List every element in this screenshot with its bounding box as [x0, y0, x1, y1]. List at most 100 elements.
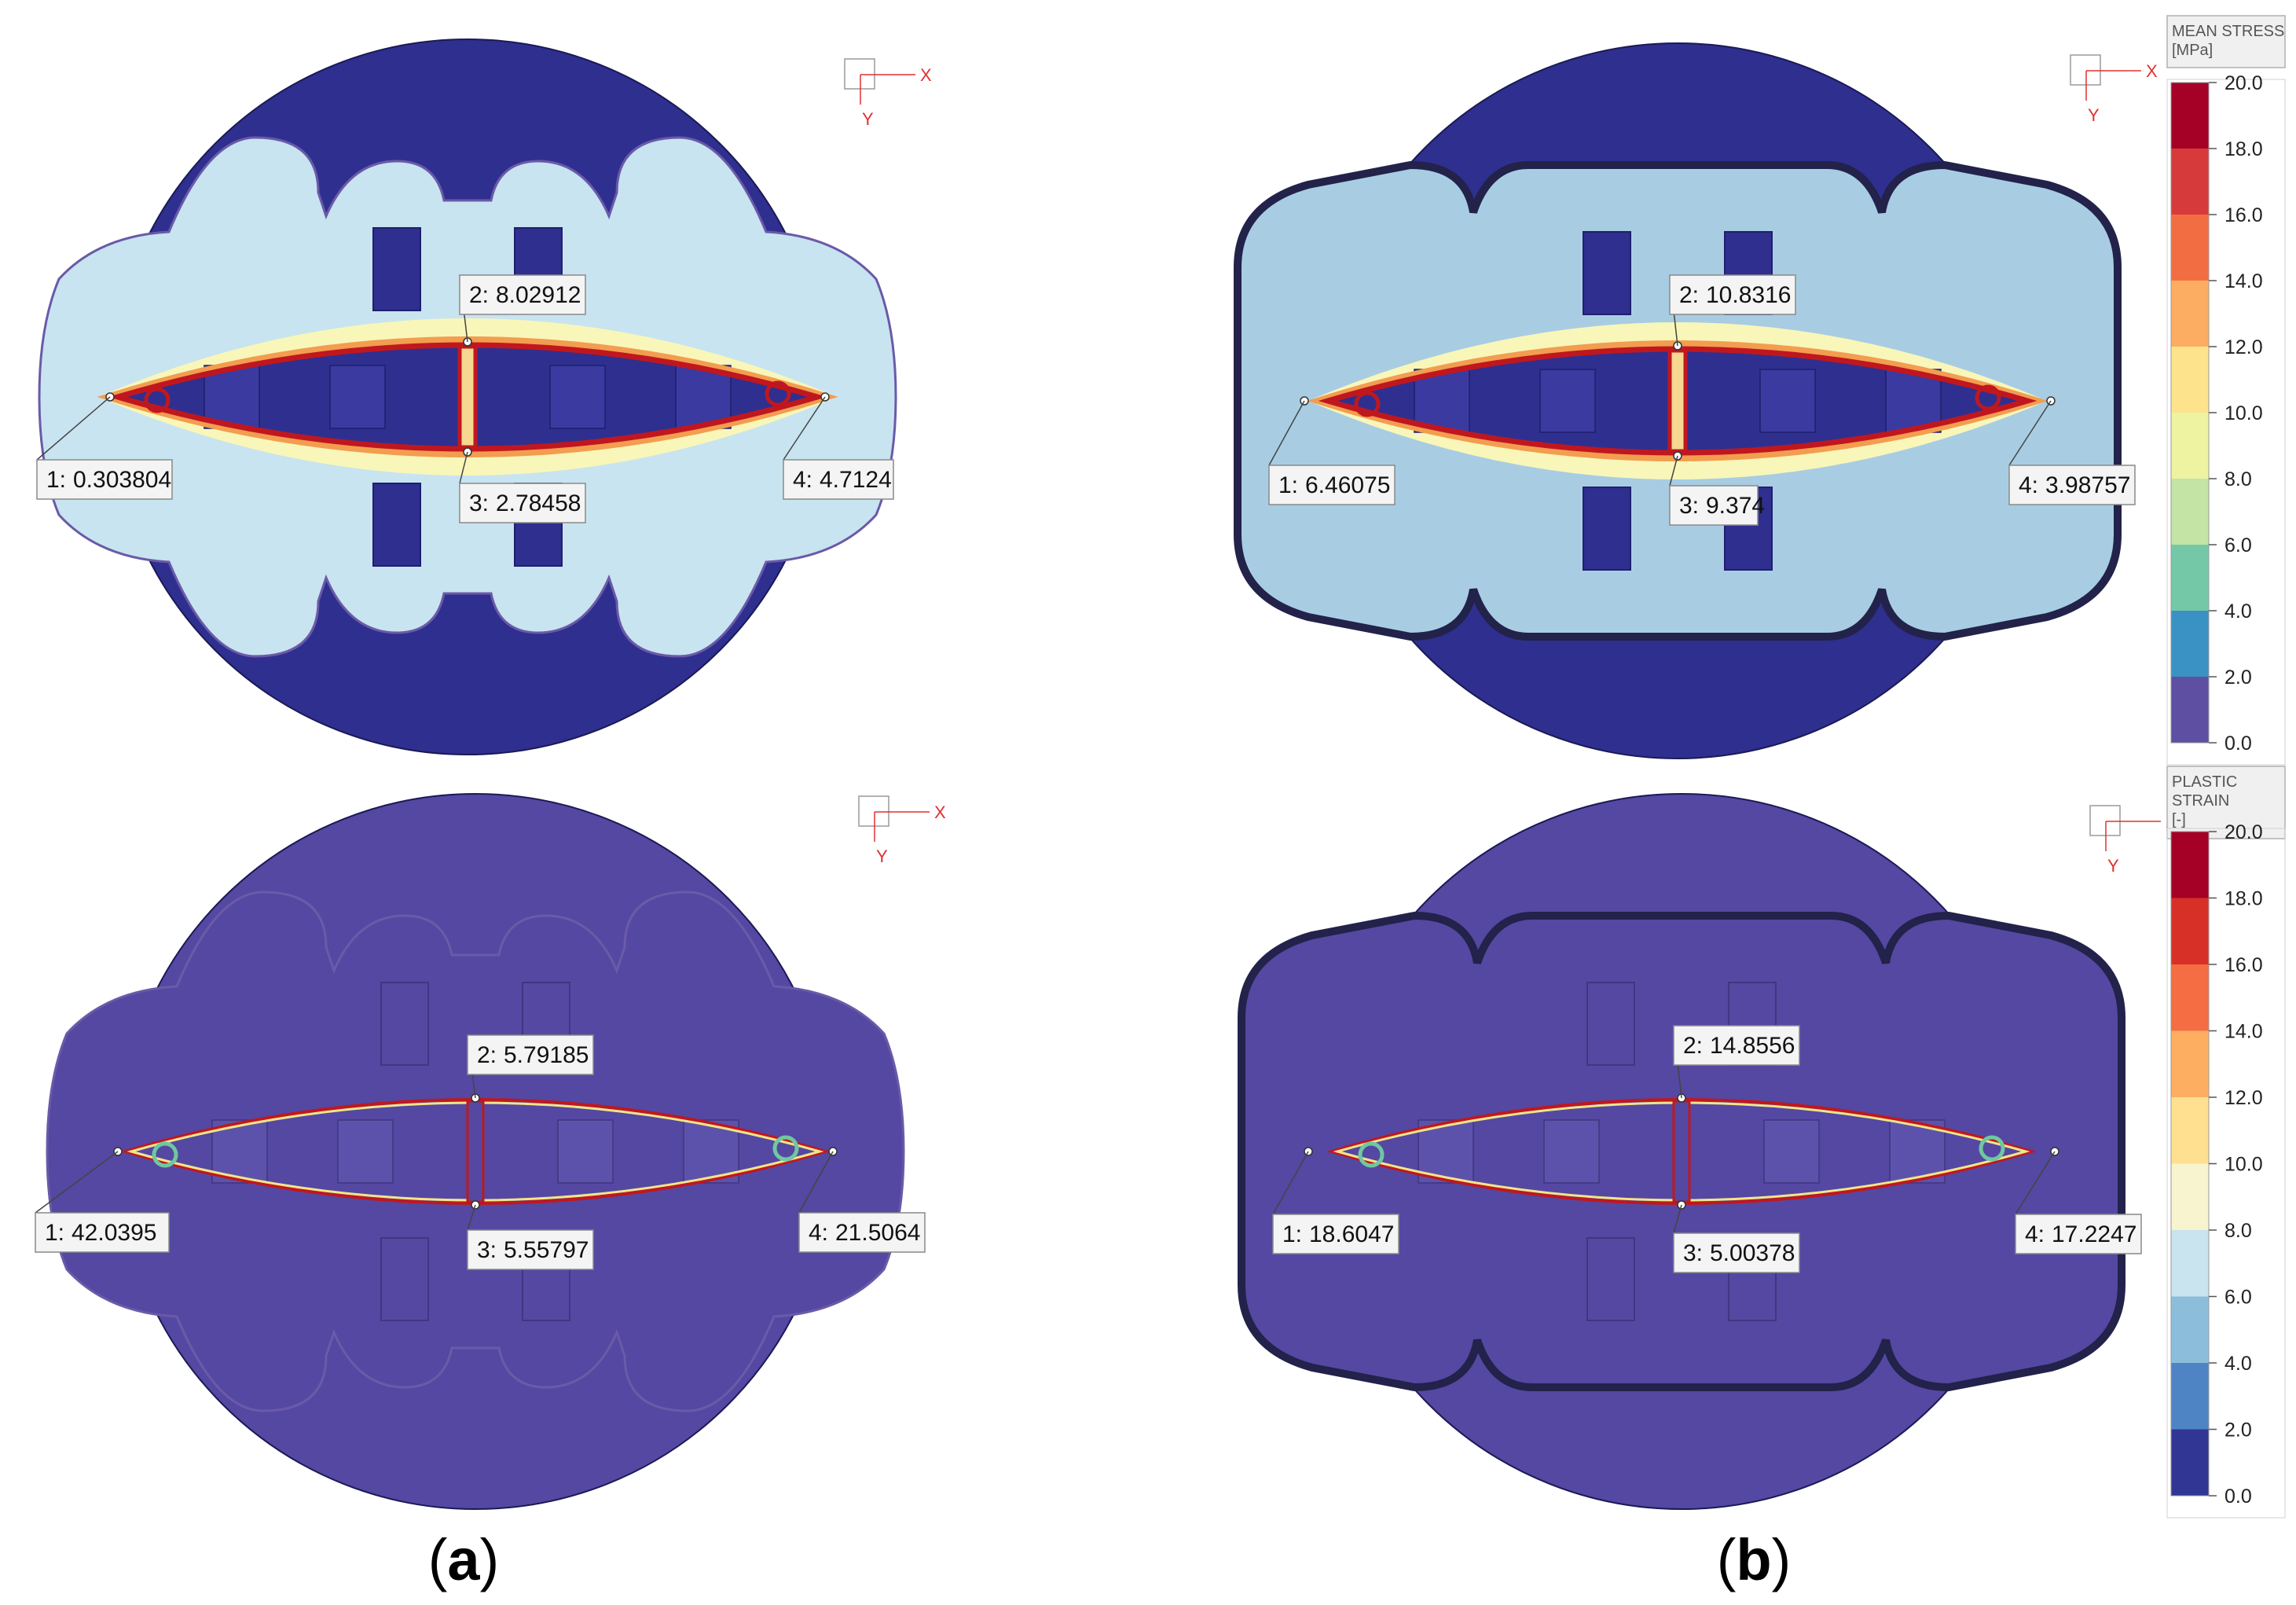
- circle-marker-icon: [1975, 384, 2001, 411]
- cavity-recess: [1586, 982, 1635, 1066]
- probe-value: 42.0395: [72, 1220, 156, 1246]
- probe-id: 1:: [45, 1220, 64, 1246]
- probe-leader: [36, 396, 111, 461]
- x-axis-label: X: [934, 802, 946, 822]
- legend-tick-label: 20.0: [2224, 821, 2263, 843]
- legend-band: [2171, 1097, 2209, 1164]
- legend-tick-label: 18.0: [2224, 138, 2263, 160]
- probe-label-box: [783, 459, 894, 500]
- legend-tick-label: 10.0: [2224, 402, 2263, 424]
- caption-open: (: [1717, 1527, 1737, 1592]
- legend-band: [2171, 545, 2209, 612]
- probe-label-box: [467, 1229, 594, 1270]
- legend-band: [2171, 215, 2209, 281]
- slot-red-rim: [119, 1098, 831, 1205]
- probe-value: 21.5064: [835, 1220, 920, 1246]
- probe-leader: [798, 1151, 834, 1214]
- probe-value: 14.8556: [1710, 1033, 1795, 1059]
- probe-label: 2:8.02912: [459, 274, 586, 315]
- probe-label-box: [459, 274, 586, 315]
- probe-label-box: [1272, 1214, 1399, 1254]
- probe-label-box: [1673, 1232, 1800, 1273]
- center-web: [457, 344, 478, 450]
- probe-label-box: [2008, 465, 2136, 505]
- xy-axis-triad-icon: XY: [844, 58, 932, 129]
- probe-value: 6.46075: [1305, 472, 1390, 498]
- cavity-recess: [372, 227, 421, 311]
- circle-marker-icon: [772, 1135, 799, 1162]
- triad-box: [2089, 805, 2121, 836]
- legend-band: [2171, 964, 2209, 1031]
- cavity-recess: [1586, 1237, 1635, 1321]
- probe-leader: [35, 1151, 119, 1214]
- legend-band: [2171, 1296, 2209, 1364]
- probe-label-box: [459, 483, 586, 523]
- x-axis-label: X: [2146, 61, 2158, 81]
- probe-label: 3:9.374: [1669, 485, 1765, 526]
- probe-id: 3:: [477, 1237, 497, 1263]
- triad-box: [2070, 54, 2101, 86]
- legend-band: [2171, 479, 2209, 545]
- legend-tick-label: 16.0: [2224, 954, 2263, 976]
- slot-rib: [337, 1119, 394, 1184]
- probe-id: 2:: [1683, 1033, 1703, 1059]
- y-axis-label: Y: [862, 109, 874, 129]
- probe-label-box: [36, 459, 173, 500]
- probe-label-box: [1669, 274, 1796, 315]
- legend-frame: [2166, 79, 2286, 766]
- legend-tick-label: 18.0: [2224, 888, 2263, 910]
- legend-tick-label: 14.0: [2224, 270, 2263, 292]
- mean-stress-legend: MEAN STRESS[MPa]20.018.016.014.012.010.0…: [2166, 15, 2286, 766]
- xy-axis-triad-icon: XY: [2089, 805, 2177, 876]
- caption-letter: b: [1736, 1527, 1771, 1592]
- legend-title-line: MEAN STRESS: [2172, 23, 2284, 40]
- center-web: [466, 1100, 485, 1203]
- subfigure-caption: (b): [1717, 1527, 1792, 1592]
- probe-label: 4:17.2247: [2015, 1214, 2142, 1254]
- probe-label: 2: 14.8556: [1673, 1025, 1800, 1066]
- plastic-strain-legend: PLASTICSTRAIN[-]20.018.016.014.012.010.0…: [2166, 766, 2286, 1519]
- legend-tick-label: 6.0: [2224, 1287, 2252, 1309]
- slot-rib: [329, 365, 386, 429]
- forging-body: [38, 39, 897, 755]
- slot-rib: [204, 365, 260, 429]
- probe-label: 3:2.78458: [459, 483, 586, 523]
- slot-rib: [1759, 369, 1816, 433]
- probe-label: 1:0.303804: [36, 459, 173, 500]
- slot-yellow-rim: [1333, 1101, 2030, 1202]
- forging-body: [1234, 42, 2122, 759]
- legend-tick-label: 0.0: [2224, 733, 2252, 755]
- slot-red-rim: [1318, 346, 2037, 456]
- probe-id: 2:: [469, 282, 489, 308]
- probe-value: 5.00378: [1710, 1240, 1795, 1266]
- legend-title-box: [2166, 766, 2286, 839]
- probe-value: 17.2247: [2052, 1221, 2136, 1247]
- slot-rib: [557, 1119, 614, 1184]
- legend-band: [2171, 898, 2209, 965]
- probe-id: 2:: [1679, 282, 1699, 308]
- probe-leader: [2015, 1151, 2056, 1215]
- probe-label-box: [798, 1212, 926, 1253]
- slot-yellow-rim: [127, 1101, 824, 1202]
- slot-red-rim: [108, 342, 827, 452]
- legend-title-line: [MPa]: [2172, 42, 2213, 59]
- cavity-recess: [1583, 231, 1631, 315]
- forging-body: [1238, 793, 2125, 1510]
- y-axis-label: Y: [876, 847, 888, 866]
- cavity-recess: [372, 483, 421, 567]
- probe-label-box: [35, 1212, 170, 1253]
- legend-band: [2171, 347, 2209, 413]
- legend-band: [2171, 149, 2209, 215]
- probe-id: 4:: [2019, 472, 2038, 498]
- legend-tick-label: 16.0: [2224, 204, 2263, 226]
- probe-leader: [783, 396, 826, 461]
- probe-leader: [1268, 400, 1305, 466]
- legend-band: [2171, 83, 2209, 149]
- probe-leader: [1669, 455, 1678, 487]
- legend-band: [2171, 677, 2209, 744]
- caption-close: ): [480, 1527, 500, 1592]
- legend-band: [2171, 281, 2209, 347]
- legend-band: [2171, 1163, 2209, 1231]
